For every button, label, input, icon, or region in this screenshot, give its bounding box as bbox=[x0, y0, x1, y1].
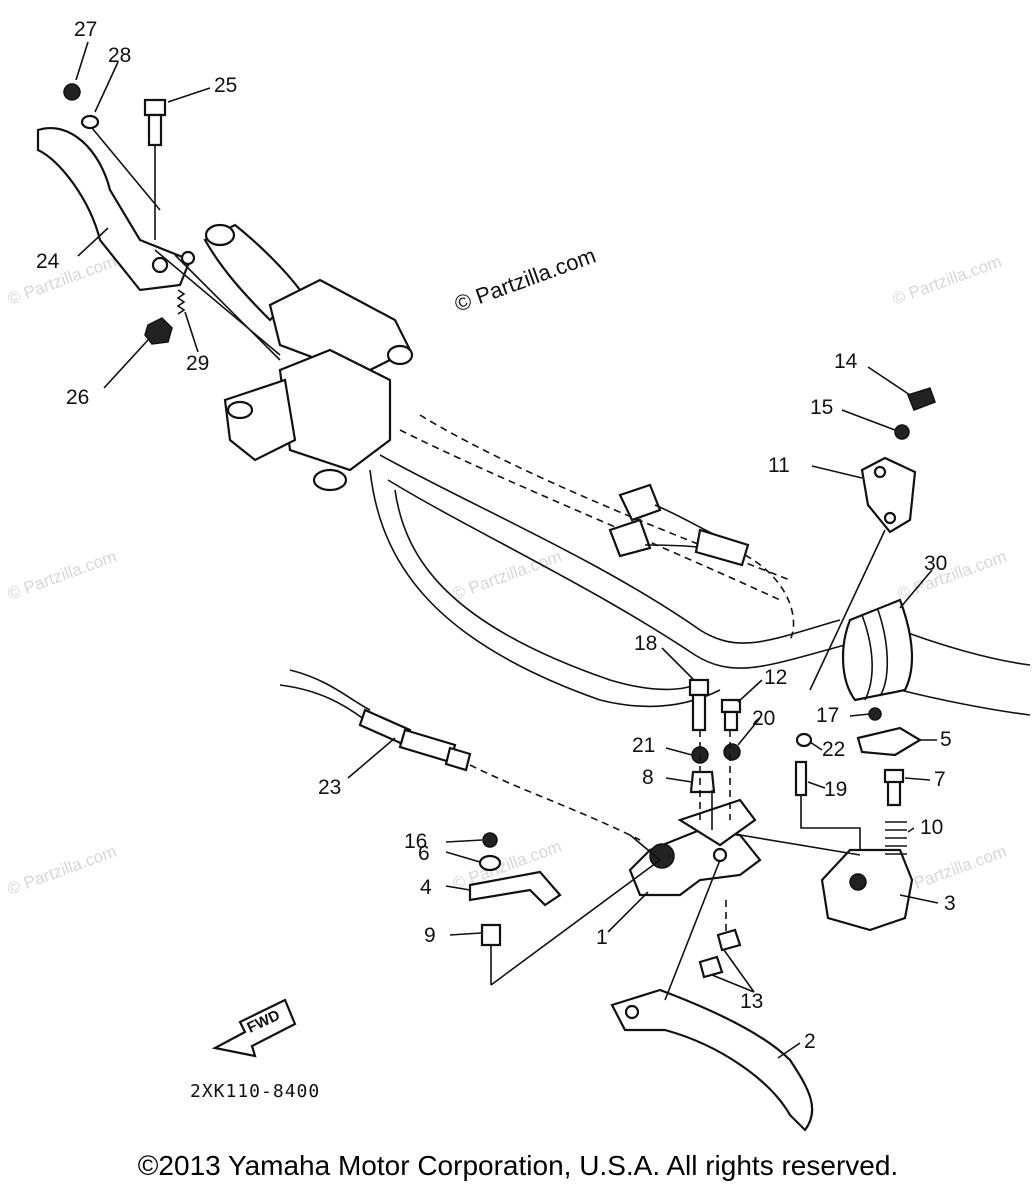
callout-20: 20 bbox=[752, 707, 775, 730]
callout-19: 19 bbox=[824, 778, 847, 801]
collar-8 bbox=[689, 770, 716, 794]
spring-9 bbox=[480, 923, 502, 947]
callout-leaders bbox=[75, 41, 939, 1059]
callout-10: 10 bbox=[920, 816, 943, 839]
plate-4 bbox=[468, 870, 562, 907]
plate-5 bbox=[856, 726, 923, 757]
watermark-left-top: © Partzilla.com bbox=[5, 252, 119, 309]
callout-26: 26 bbox=[66, 386, 89, 409]
nut-22 bbox=[795, 732, 813, 748]
spring-29 bbox=[176, 289, 186, 315]
right-lever-2 bbox=[610, 988, 814, 1132]
diagram-code: 2XK110-8400 bbox=[190, 1081, 320, 1102]
switch-housing-30 bbox=[842, 598, 913, 702]
plunger-7 bbox=[883, 768, 905, 807]
bolt-25 bbox=[143, 98, 167, 240]
callout-7: 7 bbox=[934, 768, 946, 791]
callout-30: 30 bbox=[924, 552, 947, 575]
copyright-footer: ©2013 Yamaha Motor Corporation, U.S.A. A… bbox=[137, 1150, 899, 1181]
callout-1: 1 bbox=[596, 926, 608, 949]
callout-27: 27 bbox=[74, 18, 97, 41]
master-cylinder bbox=[223, 278, 414, 492]
washer-6 bbox=[478, 854, 502, 872]
bolt-12 bbox=[720, 698, 742, 732]
watermark-layer: © Partzilla.com © Partzilla.com © Partzi… bbox=[5, 252, 1009, 899]
washer-15 bbox=[894, 424, 910, 440]
watermark-right-mid: © Partzilla.com bbox=[895, 547, 1009, 604]
callout-5: 5 bbox=[940, 728, 952, 751]
nut-26 bbox=[144, 317, 173, 345]
callout-13: 13 bbox=[740, 990, 763, 1013]
watermark-left-bottom: © Partzilla.com bbox=[5, 842, 119, 899]
left-lever-24 bbox=[36, 127, 196, 292]
callout-18: 18 bbox=[634, 632, 657, 655]
bolt-18 bbox=[688, 678, 710, 732]
screw-14 bbox=[907, 387, 936, 411]
callout-4: 4 bbox=[420, 876, 432, 899]
pin-19 bbox=[794, 760, 808, 797]
callout-16: 16 bbox=[404, 830, 427, 853]
fwd-arrow: FWD bbox=[211, 998, 297, 1058]
callout-2: 2 bbox=[804, 1030, 816, 1053]
callout-12: 12 bbox=[764, 666, 787, 689]
bracket-11 bbox=[860, 456, 917, 534]
callout-23: 23 bbox=[318, 776, 341, 799]
screw-16 bbox=[482, 832, 498, 848]
callout-8: 8 bbox=[642, 766, 654, 789]
callout-29: 29 bbox=[186, 352, 209, 375]
nut-13b bbox=[698, 955, 724, 979]
switch-connectors bbox=[608, 483, 795, 641]
switch-3 bbox=[820, 848, 914, 932]
callout-24: 24 bbox=[36, 250, 60, 273]
watermark-center: © Partzilla.com bbox=[451, 243, 599, 317]
callout-28: 28 bbox=[108, 44, 131, 67]
callout-3: 3 bbox=[944, 892, 956, 915]
watermark-right-top: © Partzilla.com bbox=[890, 252, 1004, 309]
callout-22: 22 bbox=[822, 738, 845, 761]
washer-28 bbox=[80, 114, 100, 130]
callout-6: 6 bbox=[418, 842, 430, 865]
spring-10 bbox=[885, 821, 907, 855]
callout-9: 9 bbox=[424, 924, 436, 947]
screw-27 bbox=[63, 83, 81, 101]
watermark-right-bottom: © Partzilla.com bbox=[895, 842, 1009, 899]
callout-11: 11 bbox=[768, 454, 790, 477]
callout-17: 17 bbox=[816, 704, 839, 727]
callout-14: 14 bbox=[834, 350, 858, 373]
watermark-center-mid: © Partzilla.com bbox=[450, 547, 564, 604]
cable-23 bbox=[279, 669, 641, 841]
callout-labels: 27 28 25 24 26 29 14 15 11 30 18 12 20 2… bbox=[36, 18, 956, 1053]
callout-21: 21 bbox=[632, 734, 655, 757]
callout-15: 15 bbox=[810, 396, 833, 419]
watermark-left-mid: © Partzilla.com bbox=[5, 547, 119, 604]
nut-13a bbox=[716, 928, 742, 952]
lever-holder-1 bbox=[628, 798, 762, 897]
callout-25: 25 bbox=[214, 74, 237, 97]
washer-20 bbox=[723, 743, 741, 761]
screw-17 bbox=[868, 707, 882, 721]
